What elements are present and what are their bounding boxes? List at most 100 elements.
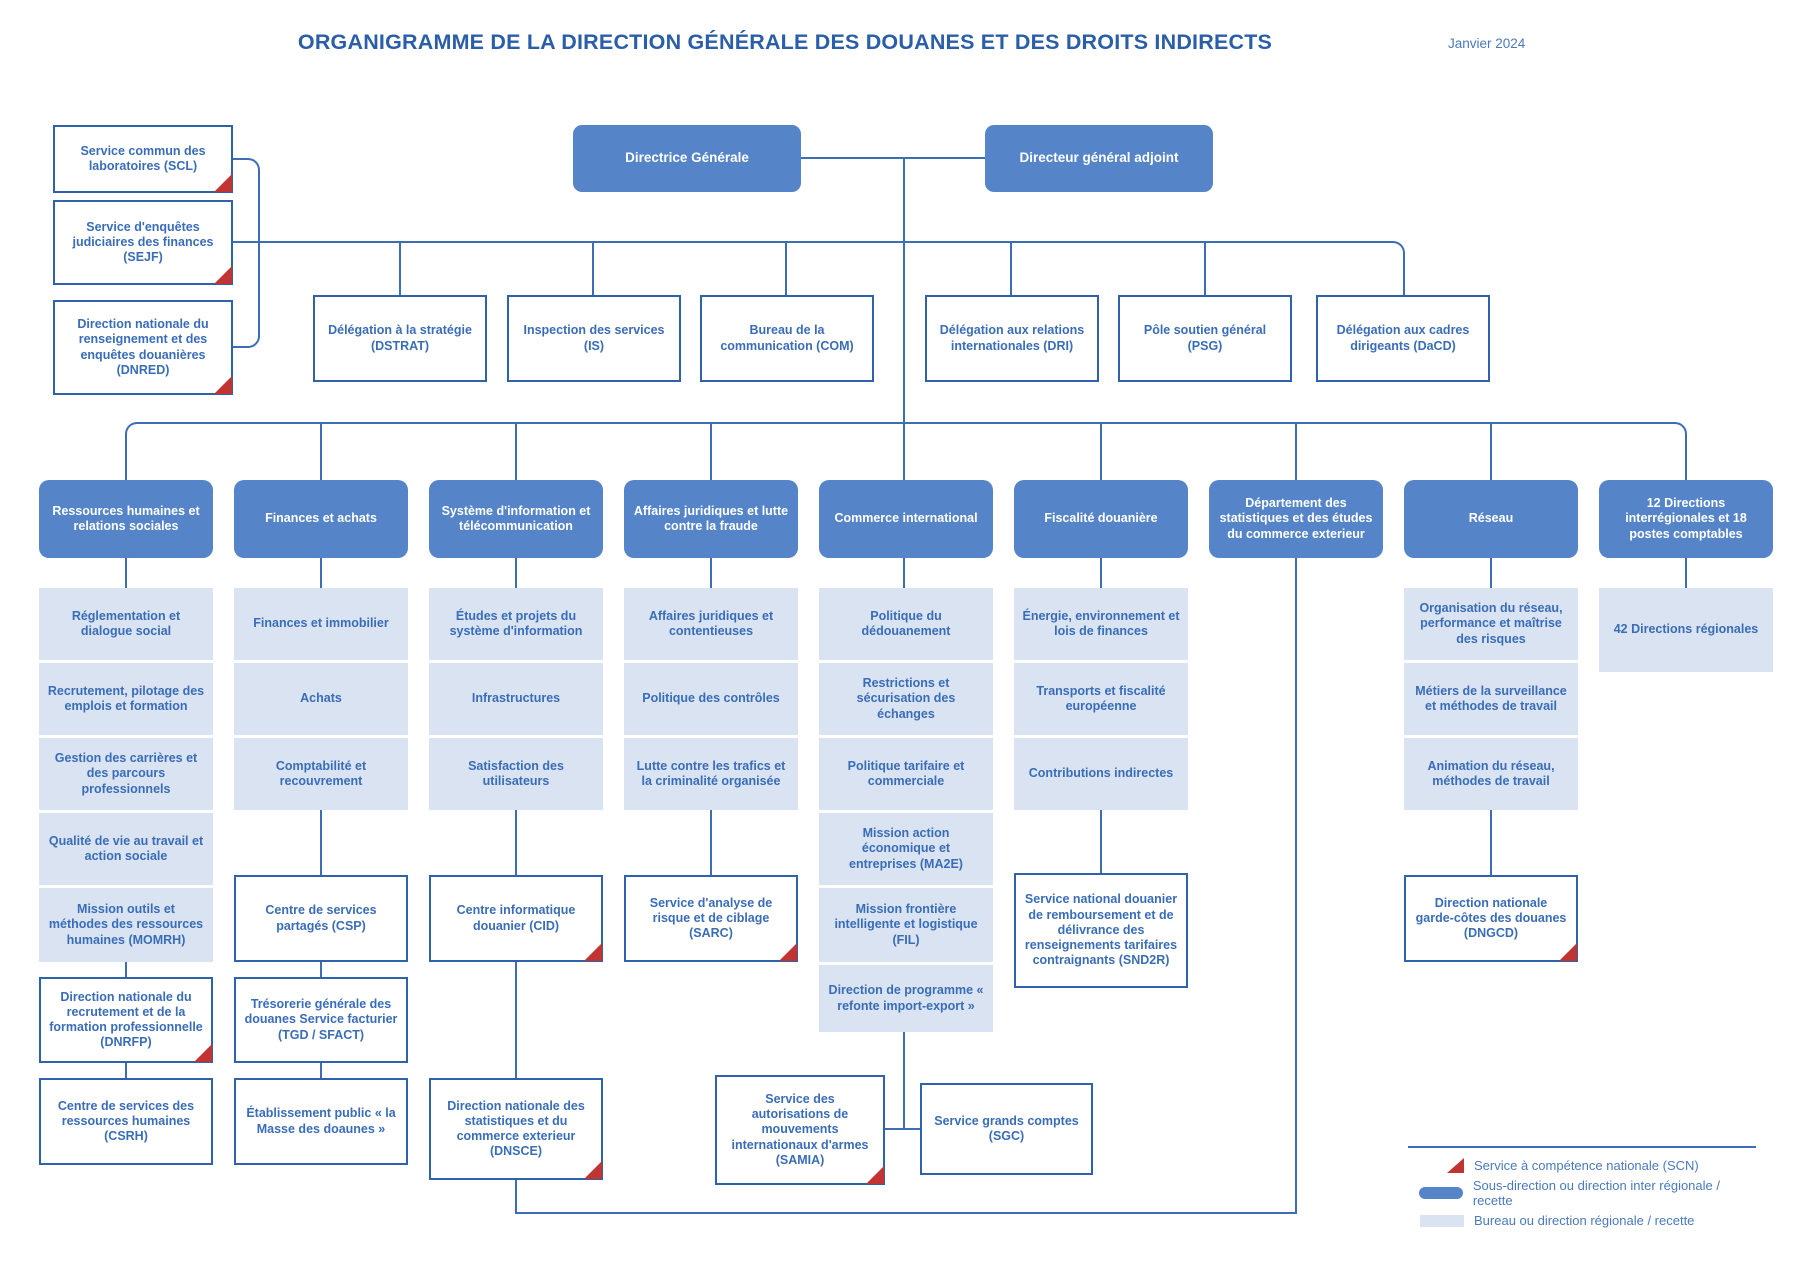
bureau-box: 42 Directions régionales	[1599, 588, 1773, 672]
box-psg: Pôle soutien général (PSG)	[1118, 295, 1292, 382]
connector	[125, 434, 127, 480]
connector	[320, 1063, 322, 1078]
date-label: Janvier 2024	[1448, 36, 1526, 51]
connector	[1490, 422, 1492, 480]
column-header-si: Système d'information et télécommunicati…	[429, 480, 603, 558]
bureau-box: Mission outils et méthodes des ressource…	[39, 888, 213, 962]
connector	[125, 1063, 127, 1078]
bureau-swatch-icon	[1420, 1214, 1464, 1227]
connector	[903, 1032, 905, 1130]
bureau-box: Infrastructures	[429, 663, 603, 735]
box-dnsce-label: Direction nationale des statistiques et …	[447, 1098, 585, 1159]
legend-item-bureau: Bureau ou direction régionale / recette	[1408, 1213, 1756, 1228]
box-dstrat-label: Délégation à la stratégie (DSTRAT)	[328, 323, 472, 353]
box-csp-label: Centre de services partagés (CSP)	[265, 903, 377, 933]
connector	[125, 422, 139, 436]
bureau-box: Direction de programme « refonte import-…	[819, 965, 993, 1032]
connector	[1204, 241, 1206, 295]
bureau-box: Transports et fiscalité européenne	[1014, 663, 1188, 735]
box-scl-label: Service commun des laboratoires (SCL)	[80, 143, 206, 173]
box-directrice-generale: Directrice Générale	[573, 125, 801, 192]
connector	[233, 346, 248, 348]
scn-triangle-icon	[584, 943, 602, 961]
box-dngcd-label: Direction nationale garde-côtes des doua…	[1415, 895, 1567, 941]
connector	[233, 158, 248, 160]
box-samia-label: Service des autorisations de mouvements …	[731, 1091, 869, 1167]
bureau-box: Qualité de vie au travail et action soci…	[39, 813, 213, 885]
column-header-directions: 12 Directions interrégionales et 18 post…	[1599, 480, 1773, 558]
bureau-box: Affaires juridiques et contentieuses	[624, 588, 798, 660]
bureau-box: Métiers de la surveillance et méthodes d…	[1404, 663, 1578, 735]
box-is: Inspection des services (IS)	[507, 295, 681, 382]
legend-item-subdirection: Sous-direction ou direction inter région…	[1408, 1178, 1756, 1208]
bureau-box: Animation du réseau, méthodes de travail	[1404, 738, 1578, 810]
connector	[515, 962, 517, 1078]
bureau-box: Finances et immobilier	[234, 588, 408, 660]
connector	[1403, 253, 1405, 295]
bureau-box: Politique du dédouanement	[819, 588, 993, 660]
box-masse: Établissement public « la Masse des doau…	[234, 1078, 408, 1165]
legend: Service à compétence nationale (SCN) Sou…	[1408, 1146, 1756, 1233]
scn-triangle-icon	[1559, 943, 1577, 961]
box-snd2r-label: Service national douanier de rembourseme…	[1024, 892, 1178, 968]
box-is-label: Inspection des services (IS)	[523, 323, 665, 353]
connector	[320, 962, 322, 977]
box-sejf: Service d'enquêtes judiciaires des finan…	[53, 200, 233, 285]
box-sarc-label: Service d'analyse de risque et de ciblag…	[649, 895, 773, 941]
bureau-box: Comptabilité et recouvrement	[234, 738, 408, 810]
box-dri: Délégation aux relations internationales…	[925, 295, 1099, 382]
connector	[710, 810, 712, 875]
connector	[246, 158, 260, 172]
box-dnrfp-label: Direction nationale du recrutement et de…	[49, 989, 203, 1050]
connector	[246, 334, 260, 348]
column-header-commerce: Commerce international	[819, 480, 993, 558]
box-cid: Centre informatique douanier (CID)	[429, 875, 603, 962]
bureau-box: Études et projets du système d'informati…	[429, 588, 603, 660]
connector	[320, 810, 322, 875]
connector	[903, 558, 905, 588]
connector	[710, 558, 712, 588]
box-csrh: Centre de services des ressources humain…	[39, 1078, 213, 1165]
connector	[320, 422, 322, 480]
box-csrh-label: Centre de services des ressources humain…	[57, 1098, 195, 1144]
bureau-box: Recrutement, pilotage des emplois et for…	[39, 663, 213, 735]
column-header-finances: Finances et achats	[234, 480, 408, 558]
connector	[885, 1128, 920, 1130]
column-header-statistiques: Département des statistiques et des étud…	[1209, 480, 1383, 558]
connector	[1685, 558, 1687, 588]
connector	[515, 422, 517, 480]
box-cid-label: Centre informatique douanier (CID)	[456, 903, 576, 933]
connector	[1295, 422, 1297, 480]
bureau-box: Réglementation et dialogue social	[39, 588, 213, 660]
legend-label: Bureau ou direction régionale / recette	[1474, 1213, 1695, 1228]
box-com: Bureau de la communication (COM)	[700, 295, 874, 382]
column-header-rh: Ressources humaines et relations sociale…	[39, 480, 213, 558]
scn-triangle-icon	[214, 266, 232, 284]
scn-triangle-icon	[866, 1166, 884, 1184]
connector	[1673, 422, 1687, 436]
connector	[399, 241, 401, 295]
box-sarc: Service d'analyse de risque et de ciblag…	[624, 875, 798, 962]
bureau-box: Mission action économique et entreprises…	[819, 813, 993, 885]
connector	[1490, 558, 1492, 588]
connector	[801, 157, 985, 159]
connector	[1100, 558, 1102, 588]
box-sgc-label: Service grands comptes (SGC)	[934, 1113, 1079, 1143]
box-dri-label: Délégation aux relations internationales…	[939, 323, 1085, 353]
legend-label: Sous-direction ou direction inter région…	[1472, 1178, 1720, 1208]
box-dnrfp: Direction nationale du recrutement et de…	[39, 977, 213, 1063]
legend-separator	[1408, 1146, 1756, 1148]
box-snd2r: Service national douanier de rembourseme…	[1014, 873, 1188, 988]
column-header-juridique: Affaires juridiques et lutte contre la f…	[624, 480, 798, 558]
connector	[125, 962, 127, 977]
connector	[592, 241, 594, 295]
connector	[515, 1180, 517, 1214]
bureau-box: Restrictions et sécurisation des échange…	[819, 663, 993, 735]
connector	[320, 558, 322, 588]
bureau-box: Satisfaction des utilisateurs	[429, 738, 603, 810]
connector	[515, 810, 517, 875]
bureau-box: Organisation du réseau, performance et m…	[1404, 588, 1578, 660]
column-header-fiscalite: Fiscalité douanière	[1014, 480, 1188, 558]
box-dacd: Délégation aux cadres dirigeants (DaCD)	[1316, 295, 1490, 382]
